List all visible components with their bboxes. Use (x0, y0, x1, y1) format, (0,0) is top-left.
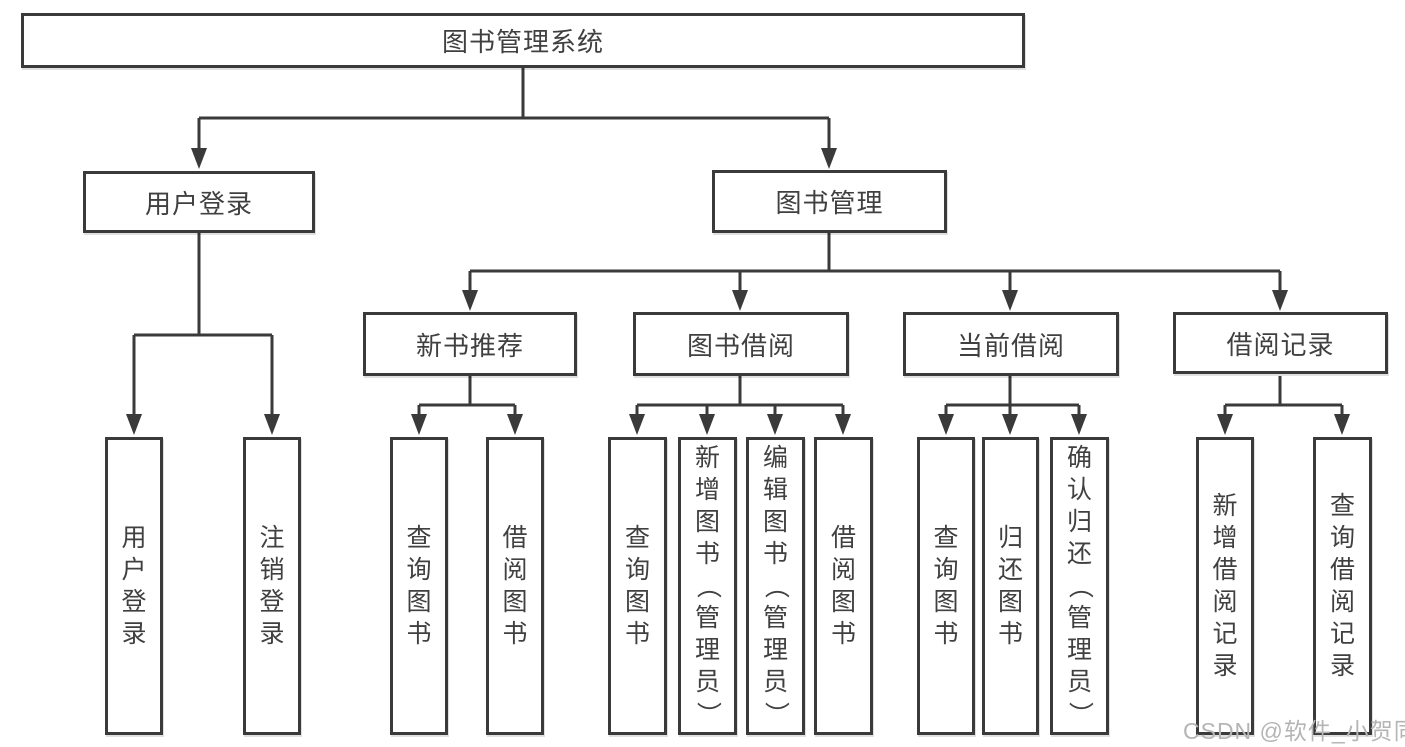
node-label: 查询图书 (406, 524, 432, 648)
node-add-books-admin: 新增图书（管理员） (678, 437, 737, 735)
node-label: 图书管理 (775, 188, 884, 218)
node-label: 借阅图书 (502, 524, 528, 648)
node-query-books-under-borrowing: 查询图书 (608, 437, 667, 735)
edge-book-mgmt-to-level3 (468, 233, 1282, 294)
edge-new-book-rec-to-children (417, 376, 517, 418)
node-label: 查询图书 (624, 524, 650, 648)
node-confirm-return-admin: 确认归还（管理员） (1050, 437, 1109, 735)
node-label: 查询借阅记录 (1329, 492, 1355, 680)
node-label: 确认归还（管理员） (1065, 444, 1094, 727)
node-query-books-under-current: 查询图书 (917, 437, 975, 735)
node-new-book-recommend: 新书推荐 (363, 312, 577, 376)
node-add-borrow-record: 新增借阅记录 (1196, 437, 1254, 735)
node-label: 新增图书（管理员） (693, 444, 722, 727)
edge-current-borrow-to-children (944, 376, 1081, 418)
node-borrow-books-under-borrowing: 借阅图书 (814, 437, 873, 735)
node-logout-leaf: 注销登录 (243, 437, 301, 735)
node-label: 当前借阅 (956, 330, 1065, 361)
node-borrow-books-under-recommend: 借阅图书 (486, 437, 544, 735)
node-label: 图书借阅 (686, 330, 795, 361)
node-label: 借阅记录 (1226, 329, 1335, 360)
node-query-borrow-record: 查询借阅记录 (1313, 437, 1372, 735)
node-borrowing-records: 借阅记录 (1173, 312, 1388, 374)
node-book-management-system: 图书管理系统 (21, 13, 1025, 68)
csdn-watermark: CSDN @软件_小贺同学 (1183, 718, 1405, 744)
edge-root-to-level2 (197, 67, 831, 152)
node-edit-books-admin: 编辑图书（管理员） (746, 437, 805, 735)
node-label: 用户登录 (144, 188, 253, 219)
node-label: 注销登录 (259, 524, 285, 648)
node-label: 归还图书 (997, 524, 1023, 648)
node-label: 图书管理系统 (441, 27, 604, 57)
node-label: 编辑图书（管理员） (761, 444, 790, 727)
arrowheads (126, 148, 1350, 435)
node-label: 新书推荐 (415, 330, 524, 361)
node-label: 借阅图书 (830, 524, 856, 648)
node-book-borrowing: 图书借阅 (633, 312, 849, 376)
edge-book-borrow-to-children (635, 376, 845, 418)
node-label: 用户登录 (121, 524, 147, 648)
edge-user-login-to-children (132, 233, 274, 418)
node-user-login-branch: 用户登录 (83, 171, 315, 233)
node-return-books: 归还图书 (982, 437, 1039, 735)
edge-borrow-records-to-children (1223, 376, 1344, 418)
node-label: 查询图书 (933, 524, 959, 648)
node-current-borrowing: 当前借阅 (903, 312, 1119, 376)
node-user-login-leaf: 用户登录 (105, 437, 163, 735)
node-label: 新增借阅记录 (1212, 492, 1238, 680)
node-query-books-under-recommend: 查询图书 (390, 437, 448, 735)
node-book-management-branch: 图书管理 (712, 170, 947, 233)
